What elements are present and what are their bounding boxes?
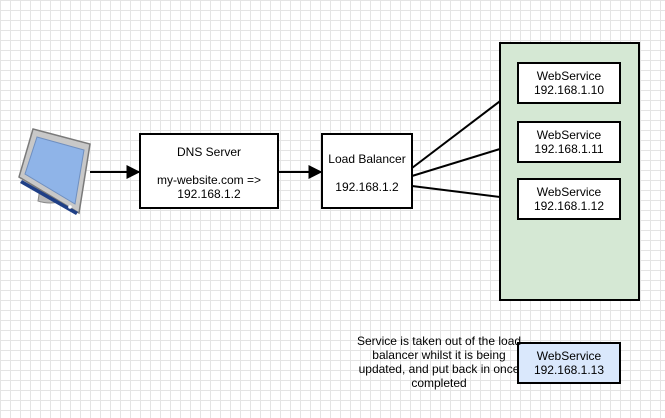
webservice-node[interactable]: WebService 192.168.1.10 <box>517 62 621 104</box>
load-balancer-node[interactable]: Load Balancer 192.168.1.2 <box>321 133 413 209</box>
monitor-icon[interactable] <box>18 128 91 215</box>
dns-mapping-ip: 192.168.1.2 <box>177 187 241 201</box>
dns-server-node[interactable]: DNS Server my-website.com => 192.168.1.2 <box>139 133 279 209</box>
dns-server-title: DNS Server <box>176 145 241 159</box>
connector-lb-ws1 <box>411 88 518 169</box>
webservice-name: WebService <box>536 349 602 363</box>
webservice-name: WebService <box>536 69 602 83</box>
webservice-node[interactable]: WebService 192.168.1.12 <box>517 178 621 220</box>
load-balancer-ip: 192.168.1.2 <box>335 180 399 194</box>
connector-lb-ws3 <box>411 185 518 205</box>
maintenance-note: Service is taken out of the load balance… <box>356 334 522 390</box>
webservice-node[interactable]: WebService 192.168.1.11 <box>517 121 621 163</box>
webservice-ip: 192.168.1.13 <box>533 363 605 377</box>
webservice-ip: 192.168.1.12 <box>533 199 605 213</box>
webservice-name: WebService <box>536 128 602 142</box>
load-balancer-title: Load Balancer <box>328 152 406 166</box>
connector-lb-ws2 <box>411 141 518 177</box>
dns-mapping-text: my-website.com => <box>156 173 262 187</box>
offline-webservice-node[interactable]: WebService 192.168.1.13 <box>517 342 621 384</box>
webservice-name: WebService <box>536 185 602 199</box>
webservice-ip: 192.168.1.10 <box>533 83 605 97</box>
webservice-ip: 192.168.1.11 <box>534 142 604 156</box>
